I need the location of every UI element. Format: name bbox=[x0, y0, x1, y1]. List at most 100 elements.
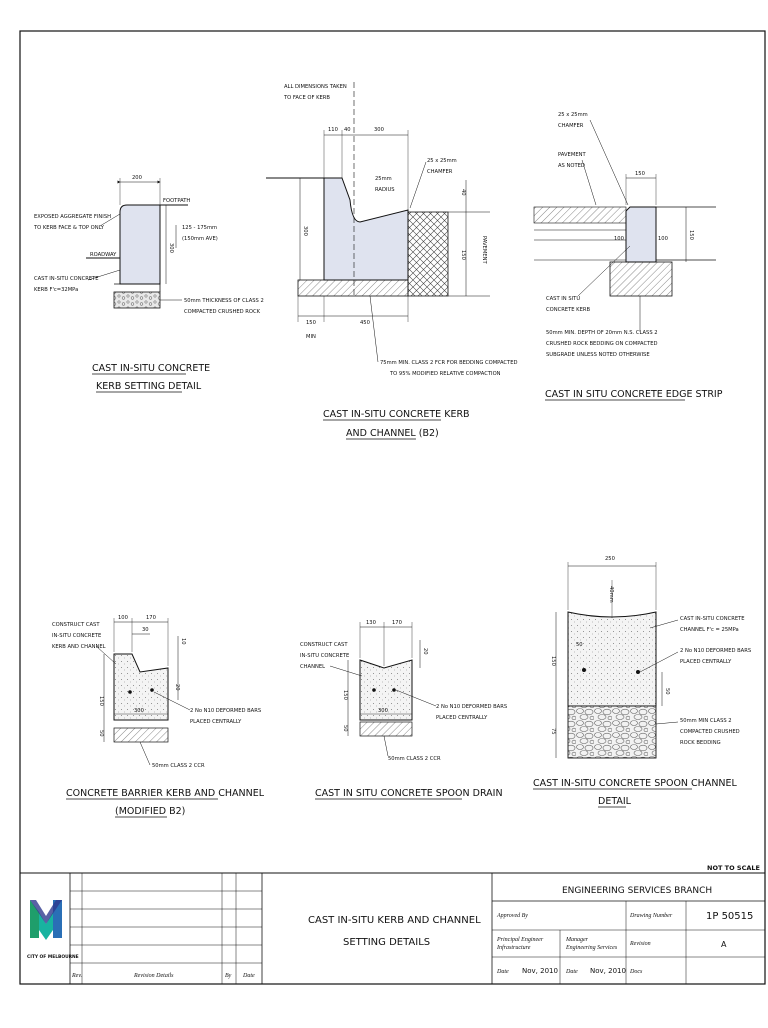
d2-title-line1: CAST IN-SITU CONCRETE KERB bbox=[323, 409, 470, 420]
d4-dim-170: 170 bbox=[146, 615, 156, 621]
d1-note-height-b: (150mm AVE) bbox=[182, 236, 218, 242]
d4-dim-150: 150 bbox=[98, 696, 104, 706]
d6-note-bars-a: 2 No N10 DEFORMED BARS bbox=[680, 648, 751, 654]
drawing-title-line1: CAST IN-SITU KERB AND CHANNEL bbox=[308, 915, 481, 926]
d1-footpath: FOOTPATH bbox=[163, 198, 190, 204]
date2-label: Date bbox=[565, 969, 578, 975]
d5-dim-50: 50 bbox=[342, 725, 348, 732]
city-of-melbourne-logo: CITY OF MELBOURNE bbox=[27, 900, 79, 960]
principal-engineer-label-a: Principal Engineer bbox=[496, 937, 544, 943]
rev-column-header: Rev. bbox=[71, 973, 82, 979]
by-column-header: By bbox=[225, 973, 232, 979]
d6-dim-40mm: 40mm bbox=[608, 586, 614, 603]
d5-dim-130: 130 bbox=[366, 620, 376, 626]
d4-dim-300: 300 bbox=[134, 708, 144, 714]
d3-title: CAST IN SITU CONCRETE EDGE STRIP bbox=[545, 389, 723, 400]
d5-note-ccr: 50mm CLASS 2 CCR bbox=[388, 756, 441, 762]
d5-title: CAST IN SITU CONCRETE SPOON DRAIN bbox=[315, 788, 503, 799]
d1-note-aggregate-a: EXPOSED AGGREGATE FINISH bbox=[34, 214, 111, 220]
d2-note-bedding-b: TO 95% MODIFIED RELATIVE COMPACTION bbox=[389, 371, 501, 377]
d4-note-ccr: 50mm CLASS 2 CCR bbox=[152, 763, 205, 769]
logo-text: CITY OF MELBOURNE bbox=[27, 954, 79, 960]
d5-dim-150: 150 bbox=[342, 690, 348, 700]
d4-dim-20: 20 bbox=[174, 684, 180, 691]
d5-note-construct-c: CHANNEL bbox=[300, 664, 325, 670]
detail-spoon-drain: 130 170 20 150 50 300 CONSTRUCT CAST IN-… bbox=[300, 620, 507, 800]
d2-note-dims-b: TO FACE OF KERB bbox=[283, 95, 330, 101]
d3-note-bedding-c: SUBGRADE UNLESS NOTED OTHERWISE bbox=[546, 352, 650, 358]
revision-value: A bbox=[721, 940, 727, 949]
d5-note-construct-b: IN-SITU CONCRETE bbox=[300, 653, 349, 659]
d6-note-concrete-a: CAST IN-SITU CONCRETE bbox=[680, 616, 745, 622]
d6-note-bars-b: PLACED CENTRALLY bbox=[680, 659, 732, 665]
drawing-number-label: Drawing Number bbox=[629, 913, 673, 919]
detail-kerb-and-channel-b2: ALL DIMENSIONS TAKEN TO FACE OF KERB 110… bbox=[266, 82, 518, 440]
d1-note-height-a: 125 - 175mm bbox=[182, 225, 217, 231]
date2-value: Nov, 2010 bbox=[590, 967, 626, 975]
d4-title-line2: (MODIFIED B2) bbox=[115, 806, 185, 817]
d1-title-line1: CAST IN-SITU CONCRETE bbox=[92, 363, 210, 374]
d1-dim-200: 200 bbox=[132, 175, 142, 181]
d2-note-radius-b: RADIUS bbox=[375, 187, 395, 193]
d5-dim-20: 20 bbox=[422, 648, 428, 655]
d4-bar-left bbox=[128, 690, 132, 694]
d6-bar-right bbox=[636, 670, 640, 674]
d6-note-concrete-b: CHANNEL F'c = 25MPa bbox=[680, 627, 739, 633]
d1-roadway: ROADWAY bbox=[90, 252, 117, 258]
principal-engineer-label-b: Infrastructure bbox=[496, 944, 531, 951]
d2-dim-300: 300 bbox=[374, 127, 384, 133]
d6-dim-250: 250 bbox=[605, 556, 615, 562]
date1-label: Date bbox=[496, 969, 509, 975]
d4-note-bars-a: 2 No N10 DEFORMED BARS bbox=[190, 708, 261, 714]
d3-dim-100b: 100 bbox=[658, 236, 668, 242]
d1-note-concrete-b: KERB F'c=32MPa bbox=[34, 287, 78, 293]
revision-label: Revision bbox=[629, 941, 651, 947]
d2-pavement-label: PAVEMENT bbox=[481, 236, 487, 264]
d2-dim-450: 450 bbox=[360, 320, 370, 326]
d4-dim-10: 10 bbox=[180, 638, 186, 645]
d2-note-chamfer-b: CHAMFER bbox=[427, 169, 453, 175]
detail-edge-strip: 25 x 25mm CHAMFER PAVEMENT AS NOTED 150 … bbox=[533, 112, 723, 401]
d4-dim-30: 30 bbox=[142, 627, 149, 633]
drawing-number: 1P 50515 bbox=[706, 911, 753, 922]
d6-dim-150v: 150 bbox=[550, 656, 556, 666]
d4-dim-50: 50 bbox=[98, 730, 104, 737]
d1-note-concrete-a: CAST IN-SITU CONCRETE bbox=[34, 276, 99, 282]
d3-note-kerb-b: CONCRETE KERB bbox=[546, 307, 590, 313]
d3-note-kerb-a: CAST IN SITU bbox=[546, 296, 580, 302]
d2-dim-40: 40 bbox=[344, 127, 351, 133]
d3-note-chamfer-a: 25 x 25mm bbox=[558, 112, 588, 118]
d3-dim-150v: 150 bbox=[688, 230, 694, 240]
d6-bar-left bbox=[582, 668, 586, 672]
d2-dim-150: 150 bbox=[306, 320, 316, 326]
d3-note-chamfer-b: CHAMFER bbox=[558, 123, 584, 129]
d6-note-rock-b: COMPACTED CRUSHED bbox=[680, 729, 740, 735]
d2-title-line2: AND CHANNEL (B2) bbox=[346, 428, 439, 439]
drawing-title-line2: SETTING DETAILS bbox=[343, 937, 430, 948]
d6-note-rock-c: ROCK BEDDING bbox=[680, 740, 721, 746]
d3-dim-150: 150 bbox=[635, 171, 645, 177]
d6-title-line2: DETAIL bbox=[598, 796, 632, 807]
title-block: CITY OF MELBOURNE Rev. Revision Details … bbox=[20, 872, 765, 984]
d2-note-dims-a: ALL DIMENSIONS TAKEN bbox=[284, 84, 347, 90]
sheet-border bbox=[19, 30, 766, 985]
manager-label-a: Manager bbox=[565, 937, 589, 943]
d3-note-bedding-a: 50mm MIN. DEPTH OF 20mm N.S. CLASS 2 bbox=[546, 330, 658, 336]
d6-dim-75v: 75 bbox=[550, 728, 556, 735]
d2-note-chamfer-a: 25 x 25mm bbox=[427, 158, 457, 164]
d2-dim-150v: 150 bbox=[460, 250, 466, 260]
d2-note-radius-a: 25mm bbox=[375, 176, 392, 182]
d2-dim-min: MIN bbox=[306, 334, 316, 340]
d3-note-pavement-a: PAVEMENT bbox=[558, 152, 586, 158]
d4-note-construct-a: CONSTRUCT CAST bbox=[52, 622, 100, 628]
d3-dim-100a: 100 bbox=[614, 236, 624, 242]
d5-bar-left bbox=[372, 688, 376, 692]
d6-dim-50a: 50 bbox=[576, 642, 583, 648]
detail-kerb-setting: 200 300 FOOTPATH ROADWAY EXPOSED AGGREGA… bbox=[33, 175, 264, 393]
approved-by-label: Approved By bbox=[496, 913, 528, 919]
d3-note-bedding-b: CRUSHED ROCK BEDDING ON COMPACTED bbox=[546, 341, 658, 347]
revision-details-header: Revision Details bbox=[133, 973, 174, 979]
d4-title-line1: CONCRETE BARRIER KERB AND CHANNEL bbox=[66, 788, 265, 799]
d6-note-rock-a: 50mm MIN CLASS 2 bbox=[680, 718, 732, 724]
